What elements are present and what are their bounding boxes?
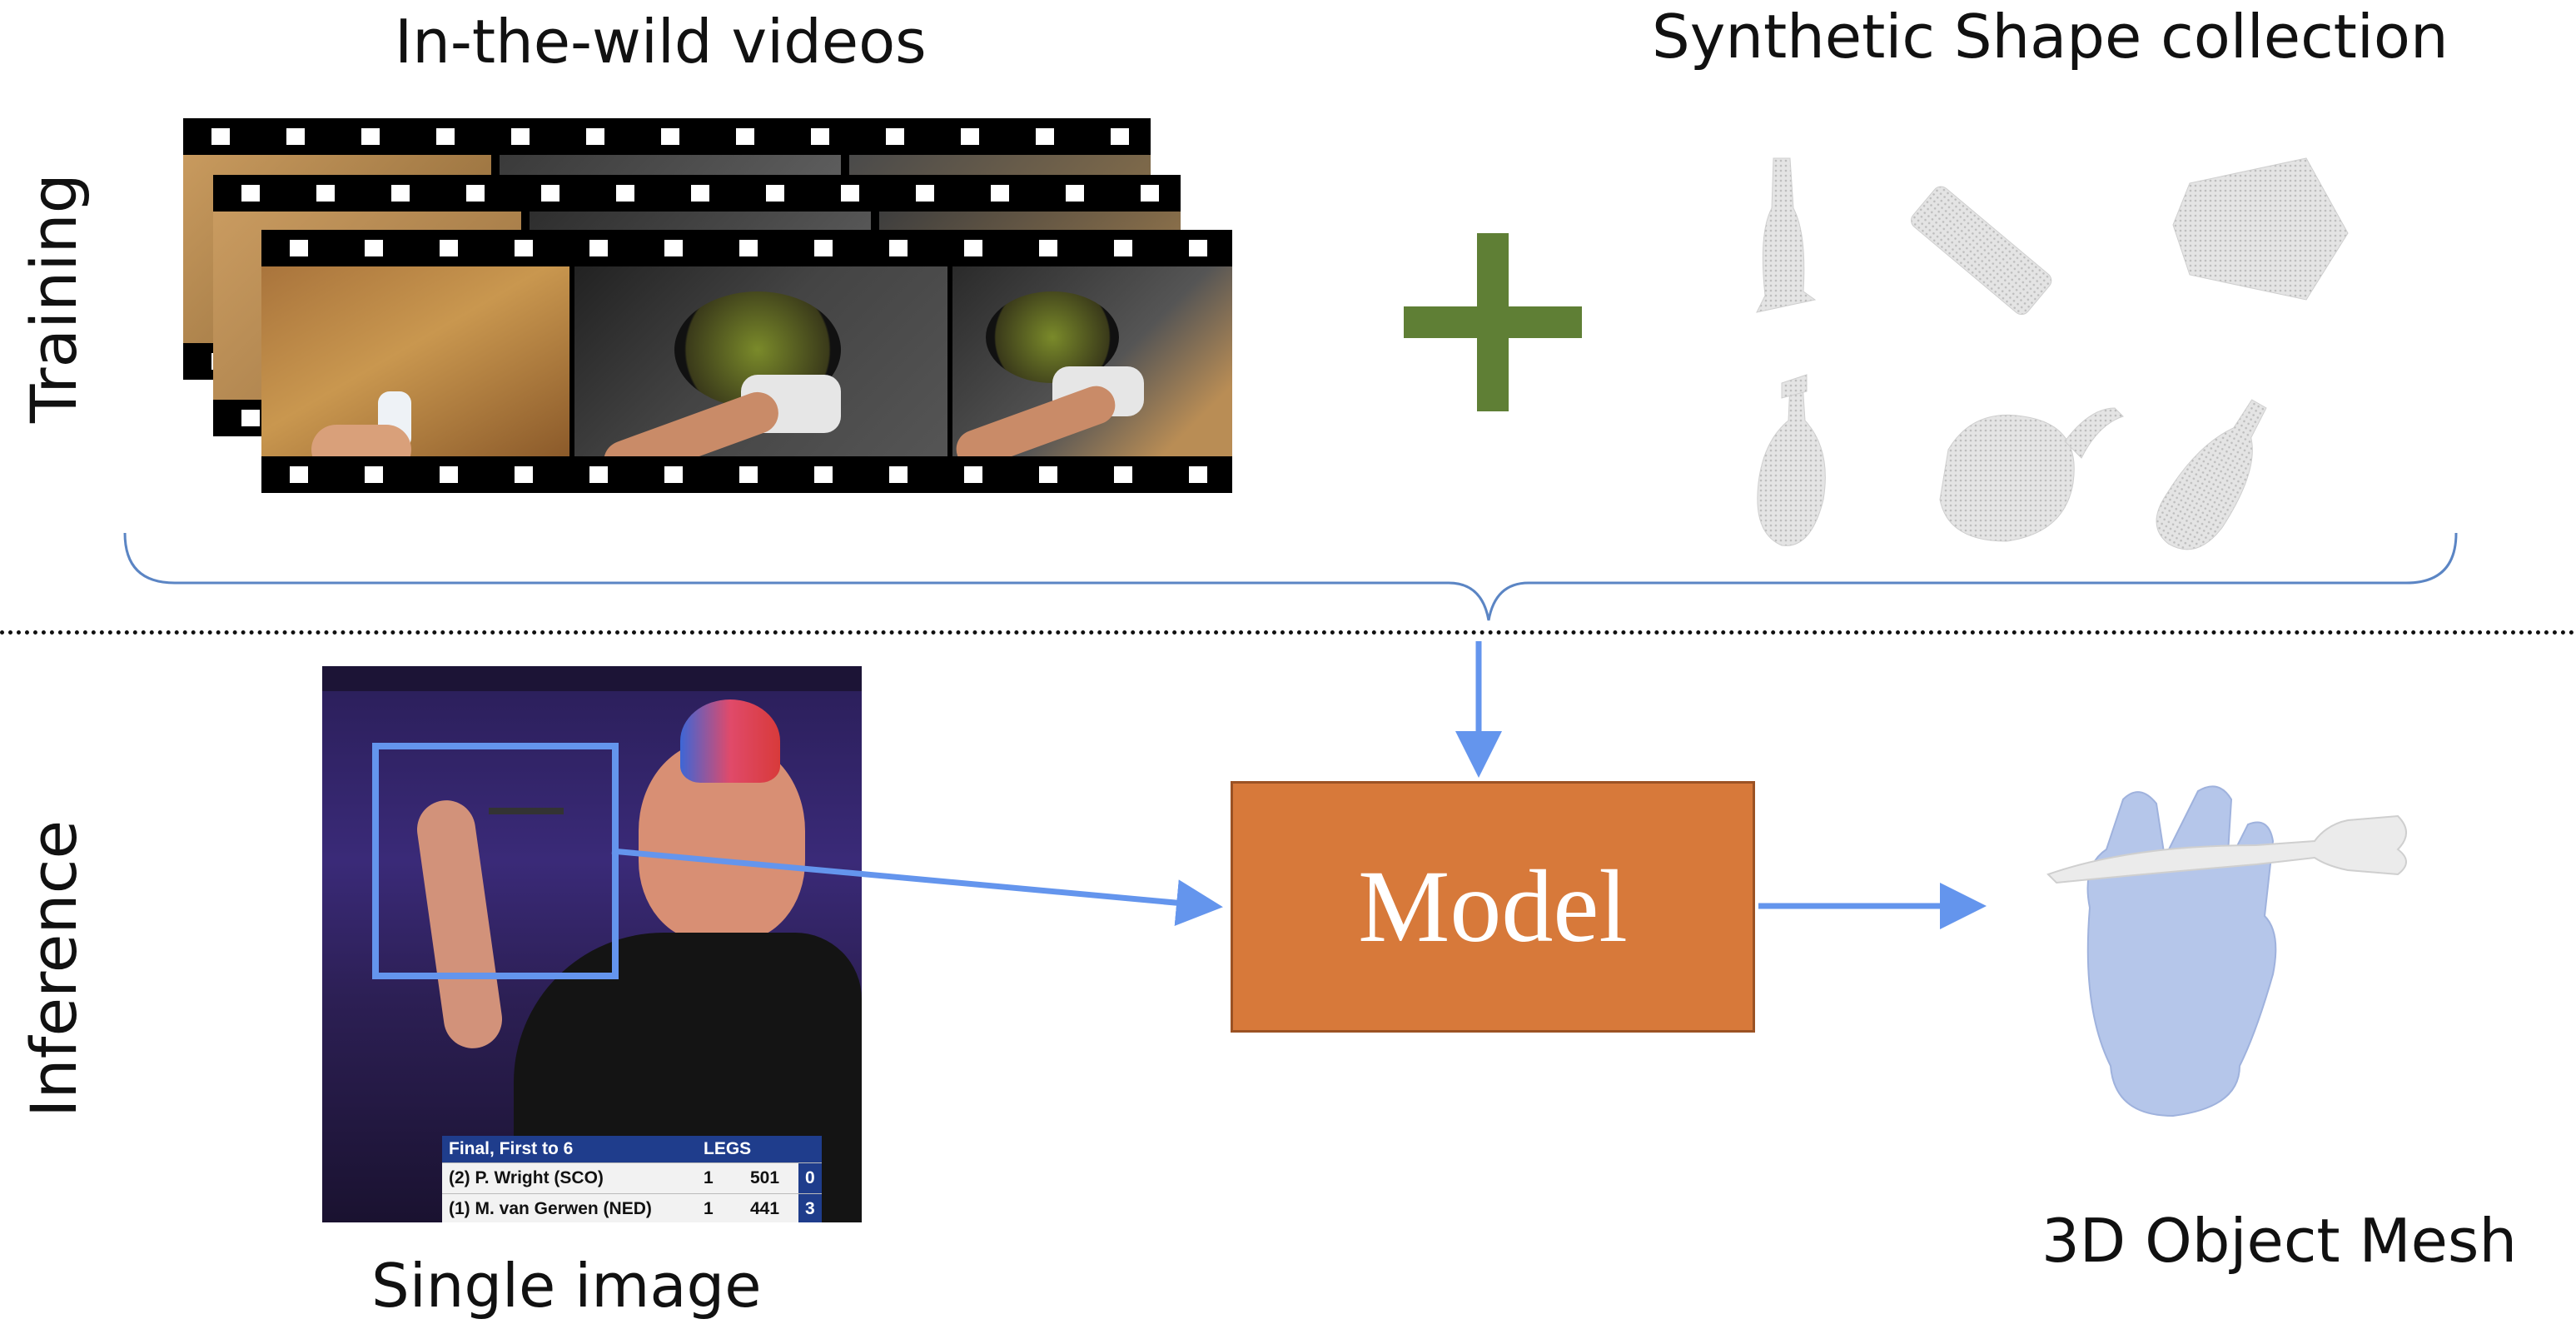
output-caption: 3D Object Mesh — [2041, 1206, 2518, 1276]
scoreboard: Final, First to 6 LEGS (2) P. Wright (SC… — [442, 1136, 822, 1222]
input-caption: Single image — [371, 1251, 762, 1321]
hand-crop-box — [372, 743, 619, 979]
pitcher-shape — [1939, 407, 2124, 542]
video-frame-2 — [574, 266, 947, 456]
sponge-shape — [1911, 186, 2052, 316]
plus-icon — [1404, 233, 1582, 411]
box-shape — [2172, 157, 2349, 301]
dart-mesh — [2046, 814, 2407, 884]
video-filmstrip-front — [261, 230, 1232, 493]
hand-mesh — [2086, 785, 2277, 1118]
video-frame-3 — [952, 266, 1232, 456]
bottle-shape — [1756, 157, 1817, 313]
output-mesh — [2046, 785, 2407, 1118]
mohawk — [680, 699, 780, 783]
videos-title: In-the-wild videos — [395, 7, 927, 77]
scoreboard-row: (2) P. Wright (SCO) 1 501 0 — [442, 1162, 822, 1193]
section-divider — [0, 630, 2576, 635]
spray-bottle-shape — [1757, 374, 1826, 546]
scoreboard-title: Final, First to 6 — [449, 1139, 574, 1158]
flask-shape — [2156, 399, 2267, 550]
model-label: Model — [1358, 849, 1628, 963]
synthetic-shapes-grid — [1756, 157, 2349, 550]
training-brace — [123, 533, 2458, 621]
scoreboard-row: (1) M. van Gerwen (NED) 1 441 3 — [442, 1193, 822, 1222]
arrow-to-model-from-image — [611, 848, 1223, 927]
video-frame-1 — [261, 266, 569, 456]
shapes-title: Synthetic Shape collection — [1652, 2, 2449, 72]
input-photo: Final, First to 6 LEGS (2) P. Wright (SC… — [322, 666, 862, 1222]
scoreboard-legs-header: LEGS — [704, 1139, 752, 1158]
model-box: Model — [1231, 781, 1755, 1033]
